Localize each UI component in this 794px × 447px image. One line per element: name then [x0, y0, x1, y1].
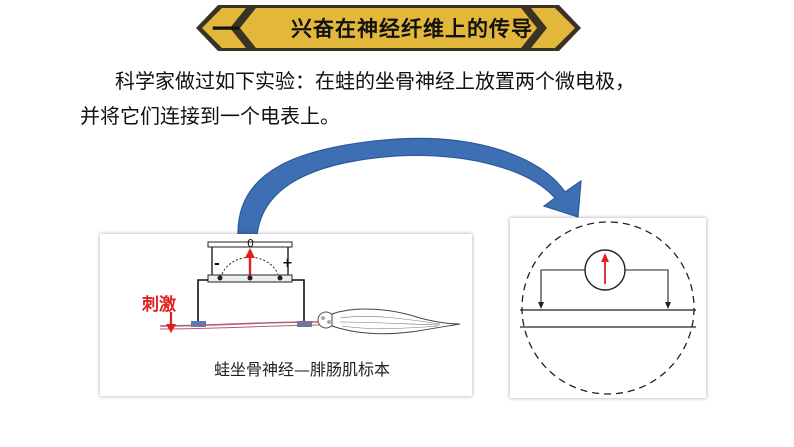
- section-header-band: [196, 5, 581, 51]
- specimen-drawing: [159, 241, 461, 335]
- section-number: 一: [211, 13, 240, 46]
- meter-plus-label: +: [282, 256, 293, 271]
- stimulus-label: 刺激: [142, 295, 176, 315]
- meter-minus-label: -: [214, 256, 220, 272]
- schematic-drawing: [520, 221, 696, 395]
- paragraph-line-1: 科学家做过如下实验：在蛙的坐骨神经上放置两个微电极，: [115, 69, 635, 93]
- section-title: 兴奋在神经纤维上的传导: [291, 17, 533, 41]
- specimen-figure: 0 - + 刺激 蛙坐骨神经—腓肠肌标本: [100, 234, 472, 396]
- figure-caption: 蛙坐骨神经—腓肠肌标本: [213, 360, 390, 379]
- schematic-figure: [510, 218, 706, 398]
- meter-zero-label: 0: [247, 237, 254, 250]
- paragraph-line-2: 并将它们连接到一个电表上。: [80, 104, 340, 128]
